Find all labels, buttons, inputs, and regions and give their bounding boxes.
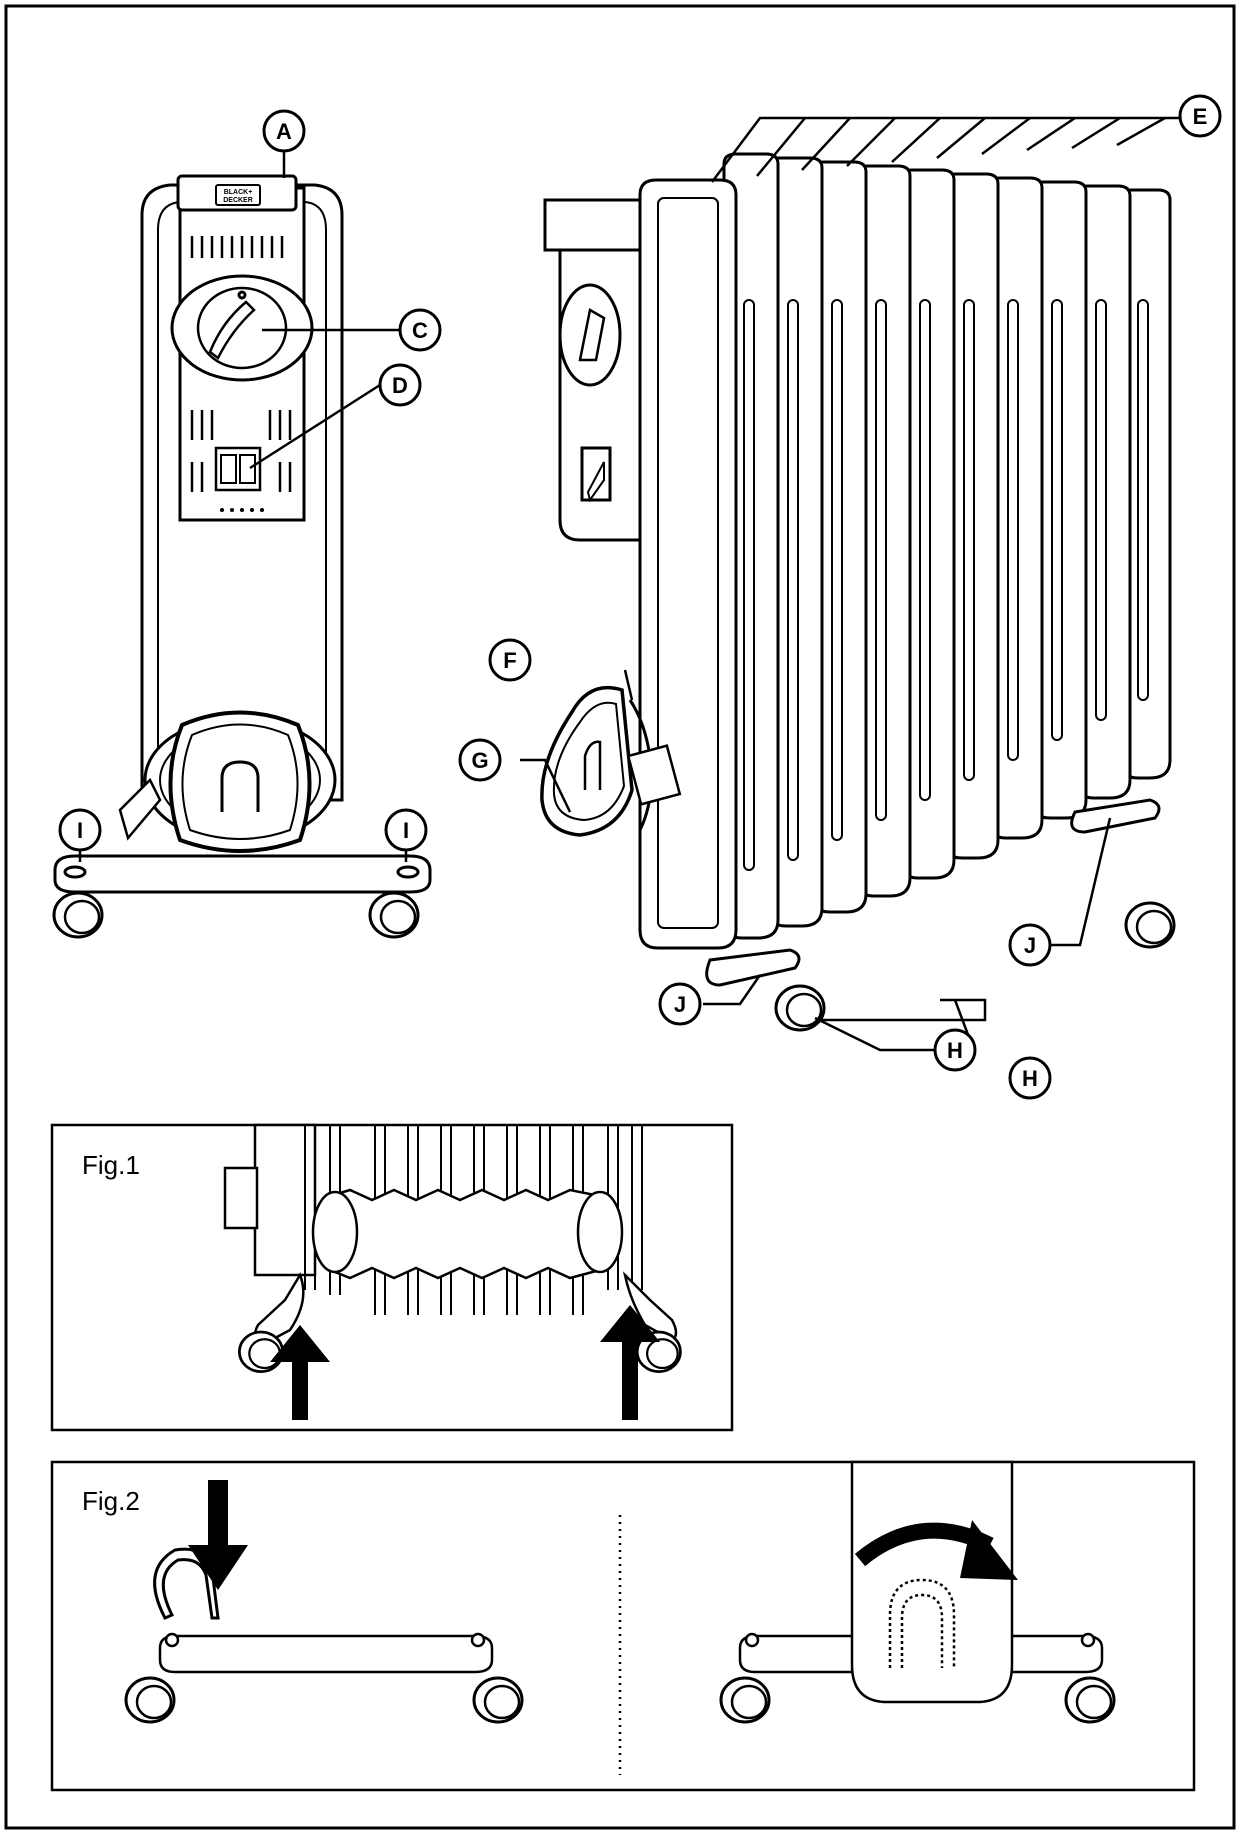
brand-line-1: BLACK+ (224, 189, 253, 196)
side-wheel-front (774, 984, 826, 1032)
callout-i-left: I (77, 818, 83, 843)
page-border (4, 4, 1236, 1830)
heater-front-view (53, 174, 432, 894)
callout-h-back: H (1022, 1066, 1038, 1091)
callout-a: A (276, 119, 292, 144)
callout-i-right: I (403, 818, 409, 843)
callout-h-front: H (947, 1038, 963, 1063)
callout-lines (78, 116, 1180, 1041)
heater-perspective-view (540, 152, 1172, 987)
side-wheel-back (1124, 901, 1176, 949)
callout-e: E (1193, 104, 1208, 129)
callout-d: D (392, 373, 408, 398)
figure-1-label: Fig.1 (82, 1150, 140, 1180)
callout-c: C (412, 318, 428, 343)
figure-2: Fig.2 (50, 1460, 1196, 1792)
callout-g: G (471, 748, 488, 773)
callout-f: F (503, 648, 516, 673)
callout-circles (58, 94, 1222, 1100)
brand-line-2: DECKER (223, 197, 253, 204)
callout-j-front: J (674, 992, 686, 1017)
front-wheel-right (368, 891, 420, 939)
front-wheel-left (52, 891, 104, 939)
callout-j-back: J (1024, 933, 1036, 958)
figure-2-label: Fig.2 (82, 1486, 140, 1516)
figure-1: Fig.1 (50, 1123, 734, 1432)
